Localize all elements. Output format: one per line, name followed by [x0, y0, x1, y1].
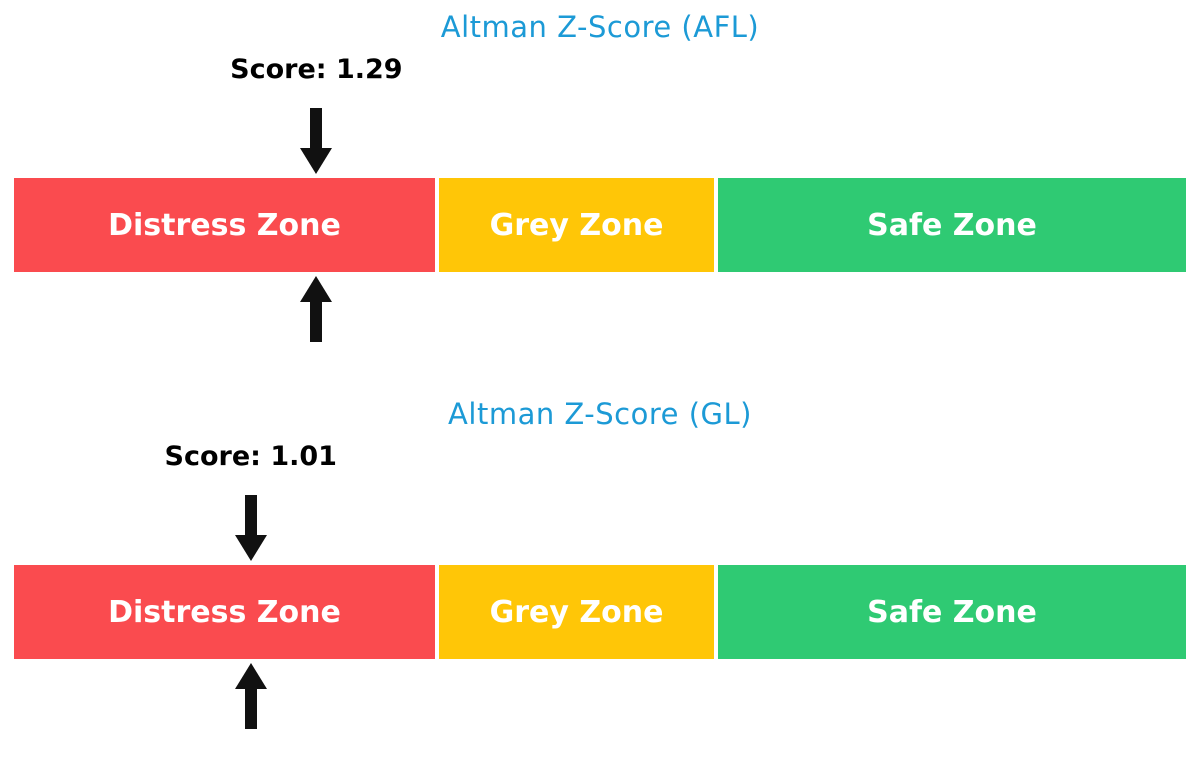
zscore-chart-gl: Altman Z-Score (GL) Score: 1.01 Distress… [0, 387, 1200, 774]
zone-distress: Distress Zone [14, 565, 435, 659]
zone-distress-label: Distress Zone [108, 207, 341, 243]
zone-safe: Safe Zone [718, 565, 1186, 659]
chart-title: Altman Z-Score (GL) [448, 397, 752, 431]
chart-title: Altman Z-Score (AFL) [440, 10, 760, 44]
zone-safe: Safe Zone [718, 178, 1186, 272]
zone-safe-label: Safe Zone [867, 207, 1037, 243]
zone-bar: Distress Zone Grey Zone Safe Zone [14, 565, 1186, 659]
zone-distress: Distress Zone [14, 178, 435, 272]
score-arrow-up-icon [234, 663, 268, 729]
score-label: Score: 1.01 [164, 441, 337, 472]
score-arrow-up-icon [299, 276, 333, 342]
zone-grey-label: Grey Zone [489, 207, 664, 243]
score-arrow-down-icon [234, 495, 268, 561]
zone-grey: Grey Zone [439, 178, 714, 272]
score-arrow-down-icon [299, 108, 333, 174]
zone-grey-label: Grey Zone [489, 594, 664, 630]
score-label: Score: 1.29 [230, 54, 403, 85]
zscore-chart-afl: Altman Z-Score (AFL) Score: 1.29 Distres… [14, 10, 1186, 342]
zone-distress-label: Distress Zone [108, 594, 341, 630]
zone-grey: Grey Zone [439, 565, 714, 659]
zone-bar: Distress Zone Grey Zone Safe Zone [14, 178, 1186, 272]
zone-safe-label: Safe Zone [867, 594, 1037, 630]
